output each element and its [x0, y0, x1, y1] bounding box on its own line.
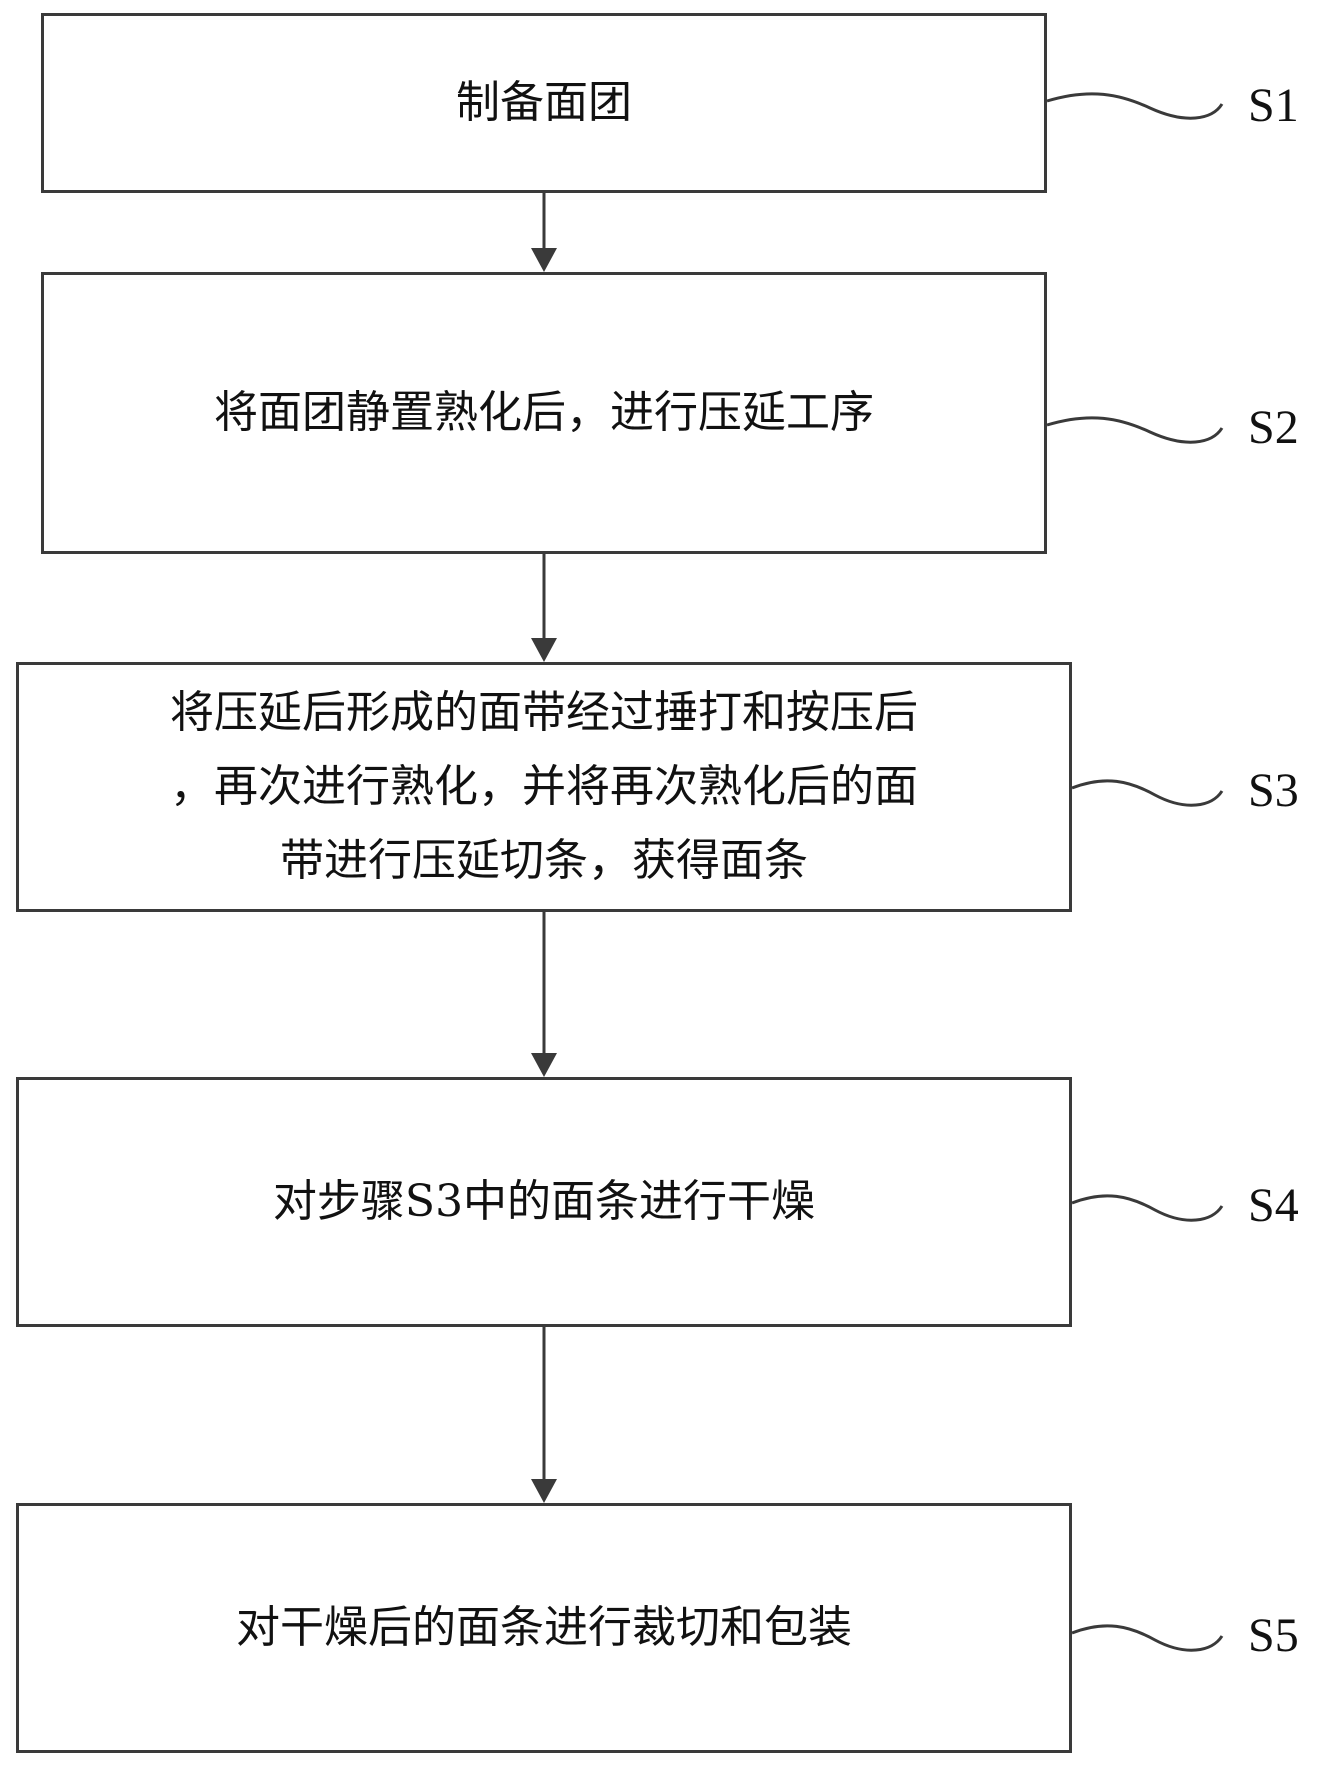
step-text-s3-line2: ，再次进行熟化，并将再次熟化后的面	[170, 761, 918, 812]
step-box-s4: 对步骤S3中的面条进行干燥	[16, 1077, 1072, 1327]
leader-line-s3	[1071, 779, 1224, 807]
flow-arrow-s4-s5	[531, 1327, 557, 1503]
step-text-s3-line1: 将压延后形成的面带经过捶打和按压后	[170, 687, 918, 738]
step-label-s5: S5	[1248, 1609, 1299, 1662]
step-box-s3: 将压延后形成的面带经过捶打和按压后 ，再次进行熟化，并将再次熟化后的面 带进行压…	[16, 662, 1072, 912]
step-text-s1: 制备面团	[456, 77, 632, 128]
leader-line-s5	[1071, 1624, 1224, 1652]
step-box-s2: 将面团静置熟化后，进行压延工序	[41, 272, 1047, 554]
leader-line-s1	[1046, 92, 1224, 120]
flow-arrow-s1-s2	[531, 193, 557, 272]
step-box-s1: 制备面团	[41, 13, 1047, 193]
step-label-s3: S3	[1248, 764, 1299, 817]
flow-arrow-s3-s4	[531, 912, 557, 1077]
step-text-s2: 将面团静置熟化后，进行压延工序	[214, 387, 874, 438]
step-text-s3-line3: 带进行压延切条，获得面条	[280, 835, 808, 886]
step-text-s5: 对干燥后的面条进行裁切和包装	[236, 1602, 852, 1653]
step-label-s2: S2	[1248, 401, 1299, 454]
leader-line-s4	[1071, 1194, 1224, 1222]
flow-arrow-s2-s3	[531, 554, 557, 662]
step-label-s4: S4	[1248, 1179, 1299, 1232]
step-text-s4: 对步骤S3中的面条进行干燥	[272, 1176, 816, 1227]
step-box-s5: 对干燥后的面条进行裁切和包装	[16, 1503, 1072, 1753]
step-label-s1: S1	[1248, 79, 1299, 132]
leader-line-s2	[1046, 416, 1224, 444]
